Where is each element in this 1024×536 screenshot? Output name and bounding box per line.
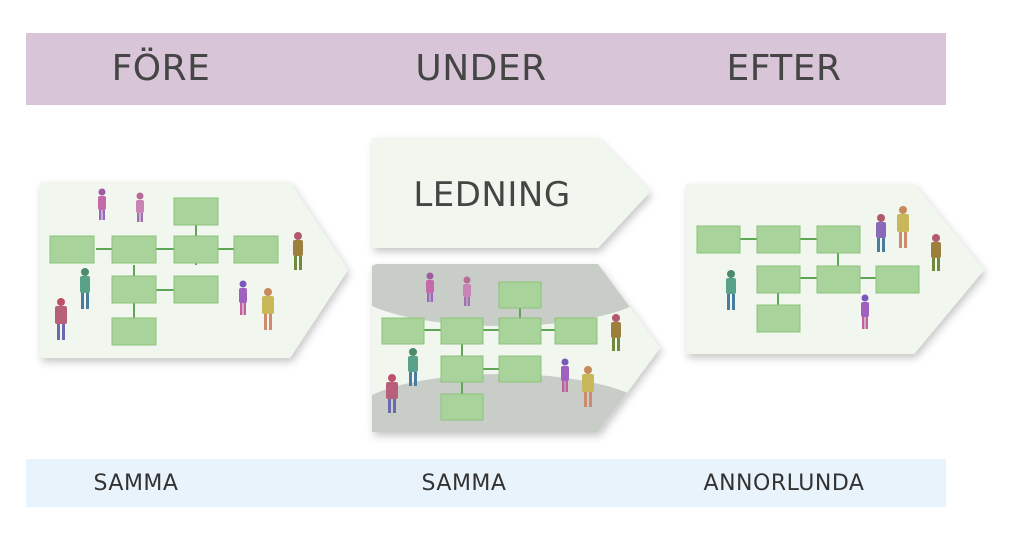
org-chart-box	[498, 355, 542, 383]
org-chart-box	[111, 317, 157, 346]
footer-band: SAMMA SAMMA ANNORLUNDA	[26, 459, 946, 507]
org-chart-boxes	[49, 197, 279, 346]
person-figure-icon	[463, 276, 471, 306]
org-chart-box	[816, 225, 861, 254]
org-chart-box	[233, 235, 279, 264]
org-chart-box	[756, 225, 801, 254]
person-figure-icon	[876, 214, 886, 252]
person-figure-icon	[426, 272, 434, 302]
person-figure-icon	[239, 280, 247, 315]
person-figure-icon	[262, 288, 274, 330]
person-figure-icon	[55, 298, 67, 340]
org-chart-box	[816, 265, 861, 294]
org-chart-box	[440, 393, 484, 421]
org-chart-box	[173, 235, 219, 264]
org-chart-box	[173, 275, 219, 304]
person-figure-icon	[293, 232, 303, 270]
footer-under: SAMMA	[421, 471, 507, 496]
person-figure-icon	[861, 294, 869, 329]
org-chart-box	[498, 317, 542, 345]
person-figure-icon	[931, 234, 941, 271]
header-band: FÖRE UNDER EFTER	[26, 33, 946, 105]
panel-ledning	[362, 130, 662, 260]
org-chart-box	[696, 225, 741, 254]
org-chart-box	[875, 265, 920, 294]
panel-fore	[30, 172, 360, 372]
arrow-panel-shape	[372, 138, 650, 248]
people-group	[386, 272, 621, 413]
org-chart-box	[498, 281, 542, 309]
header-efter: EFTER	[726, 48, 842, 89]
org-chart-box	[111, 275, 157, 304]
header-fore: FÖRE	[111, 48, 211, 89]
org-chart-box	[440, 355, 484, 383]
footer-efter: ANNORLUNDA	[703, 471, 865, 496]
people-group	[55, 188, 303, 340]
org-chart-box	[111, 235, 157, 264]
person-figure-icon	[582, 366, 594, 407]
person-figure-icon	[80, 268, 90, 309]
person-figure-icon	[897, 206, 909, 248]
org-chart-box	[173, 197, 219, 226]
people-group	[726, 206, 941, 329]
panel-under	[362, 256, 672, 446]
person-figure-icon	[136, 192, 144, 222]
person-figure-icon	[98, 188, 106, 220]
org-chart-box	[440, 317, 484, 345]
org-chart-box	[756, 265, 801, 294]
footer-fore: SAMMA	[93, 471, 179, 496]
panel-efter	[676, 174, 996, 369]
org-chart-boxes	[381, 281, 598, 421]
header-under: UNDER	[415, 48, 547, 89]
org-chart-boxes	[696, 225, 920, 333]
person-figure-icon	[386, 374, 398, 413]
person-figure-icon	[561, 358, 569, 392]
org-chart-box	[49, 235, 95, 264]
ledning-label: LEDNING	[413, 175, 571, 215]
person-figure-icon	[726, 270, 736, 310]
org-chart-box	[381, 317, 425, 345]
person-figure-icon	[408, 348, 418, 386]
org-chart-box	[756, 304, 801, 333]
person-figure-icon	[611, 314, 621, 351]
org-chart-box	[554, 317, 598, 345]
